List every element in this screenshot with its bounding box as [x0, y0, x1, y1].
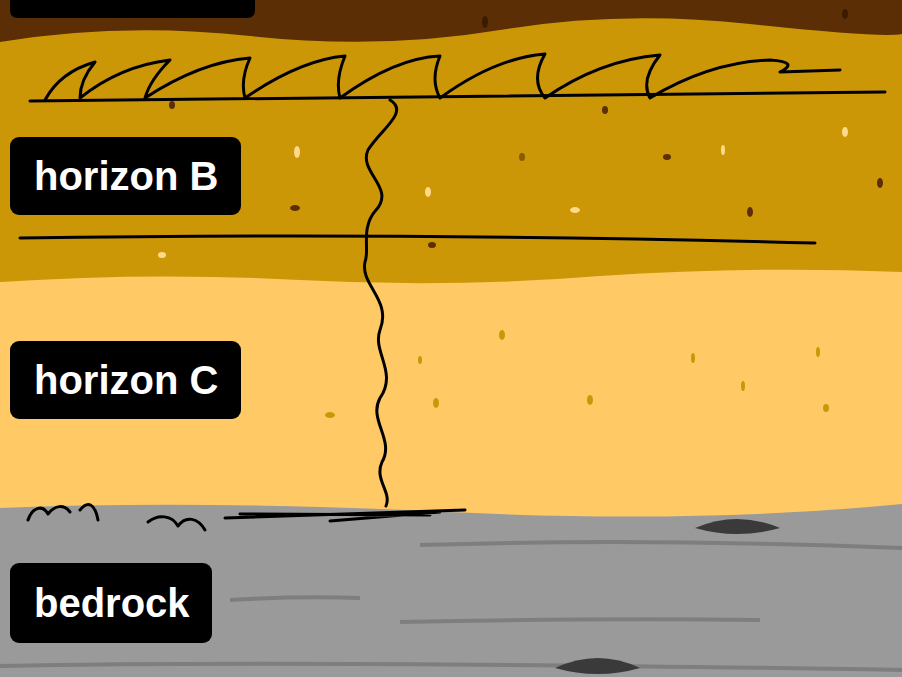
label-text: horizon C: [34, 356, 218, 404]
bedrock-band: [0, 504, 902, 677]
parent-material-band: [0, 270, 902, 677]
horizon-label: bedrock: [10, 563, 212, 643]
cut-off-label: [10, 0, 255, 18]
soil-specks: [158, 9, 883, 418]
rock-streaks: [0, 542, 902, 670]
label-text: bedrock: [34, 579, 190, 627]
subsoil-band: [0, 18, 902, 677]
label-text: horizon B: [34, 152, 218, 200]
rock-lenses: [555, 519, 780, 674]
hand-drawn-marks: [20, 54, 885, 530]
horizon-label: horizon B: [10, 137, 241, 215]
horizon-label: horizon C: [10, 341, 241, 419]
